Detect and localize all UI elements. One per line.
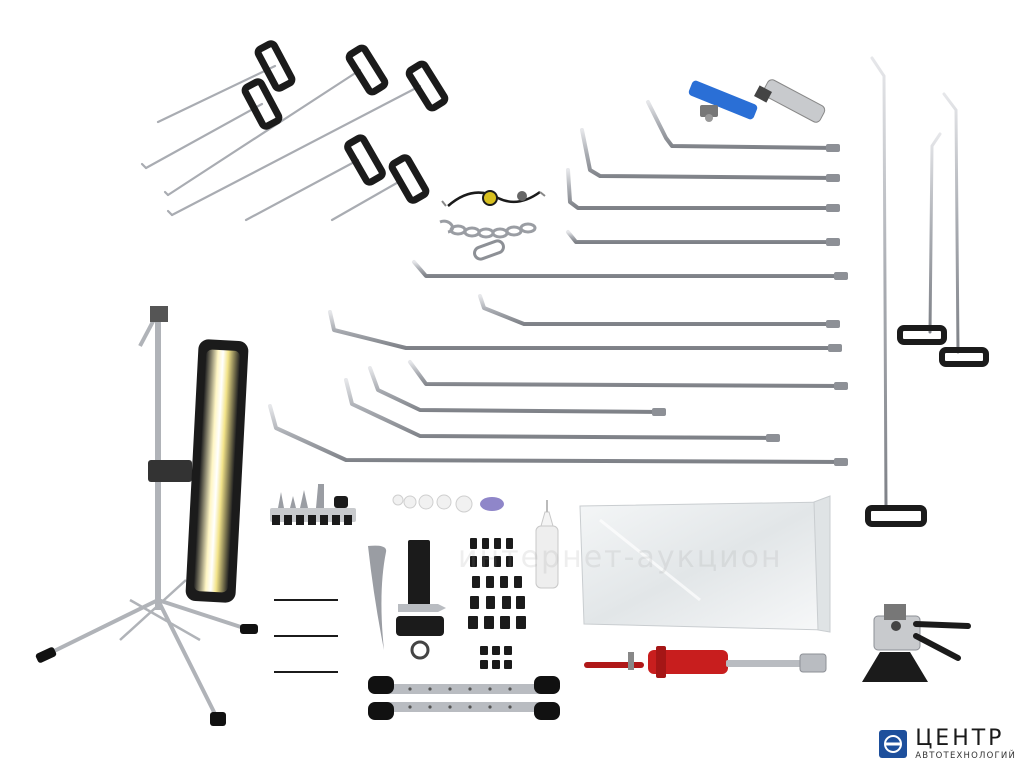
glue-bottle (535, 500, 559, 589)
brand-subtitle: АВТОТЕХНОЛОГИЙ (915, 750, 1016, 761)
vertical-rod (928, 132, 942, 334)
brand-logo: ЦЕНТР АВТОТЕХНОЛОГИЙ (879, 725, 1016, 761)
blue-puller-tool (688, 80, 758, 122)
rod (244, 158, 360, 222)
t-handle (344, 134, 386, 186)
t-handle (388, 154, 430, 204)
carabiner-icon (473, 239, 505, 261)
vertical-rod (942, 92, 960, 354)
t-handle (254, 40, 296, 92)
vertical-t-rods (870, 56, 960, 510)
rod (330, 178, 404, 222)
led-reflector-board (185, 339, 249, 603)
cord-and-hooks (441, 190, 546, 207)
hook-rod (580, 128, 838, 180)
brand-title: ЦЕНТР (915, 725, 1005, 751)
hook-rod (566, 230, 838, 244)
t-handles (241, 40, 449, 204)
silver-grip-tool (754, 79, 826, 123)
t-handle (865, 505, 927, 527)
vertical-rod (870, 56, 888, 510)
hook-rod (268, 404, 848, 464)
rod-bundle-bands (274, 599, 338, 673)
bar-tools (368, 676, 560, 720)
tip-set (270, 484, 356, 525)
hook-rods-group (268, 100, 848, 464)
slide-hammer (584, 646, 827, 678)
glue-tabs-white (392, 494, 473, 513)
wedge-tool (368, 545, 387, 650)
rod (144, 102, 264, 170)
hook-rod (478, 294, 838, 326)
hook-rod (408, 360, 848, 388)
t-handle (897, 325, 947, 345)
t-handle (405, 60, 449, 112)
straight-rod-bundle (275, 557, 337, 701)
hook-rod (412, 260, 848, 278)
mini-lifter-tool (862, 604, 971, 682)
vertical-t-handles (865, 325, 989, 527)
t-handle (345, 44, 389, 96)
hook-rod (344, 378, 778, 440)
hook-rod (566, 168, 838, 210)
rod (156, 64, 277, 124)
t-handle (939, 347, 989, 367)
rod (170, 84, 422, 217)
hook-rod (646, 100, 838, 150)
suction-cup-purple (480, 497, 504, 511)
rod-end-caps (652, 144, 848, 466)
rod (166, 68, 362, 197)
hook-rod (328, 310, 840, 350)
t-handle (241, 78, 283, 130)
rod-tip (140, 162, 174, 217)
tripod-light-stand (35, 306, 258, 726)
glue-tabs-black (468, 538, 526, 669)
watermark-text: интернет-аукцион (458, 540, 783, 575)
chain (439, 219, 537, 239)
reflector-panel (579, 495, 831, 633)
strap-handle-tool (396, 540, 446, 660)
t-handle-rods-group (140, 64, 422, 222)
brand-mark-icon (879, 729, 908, 758)
hook-rod (368, 366, 664, 414)
